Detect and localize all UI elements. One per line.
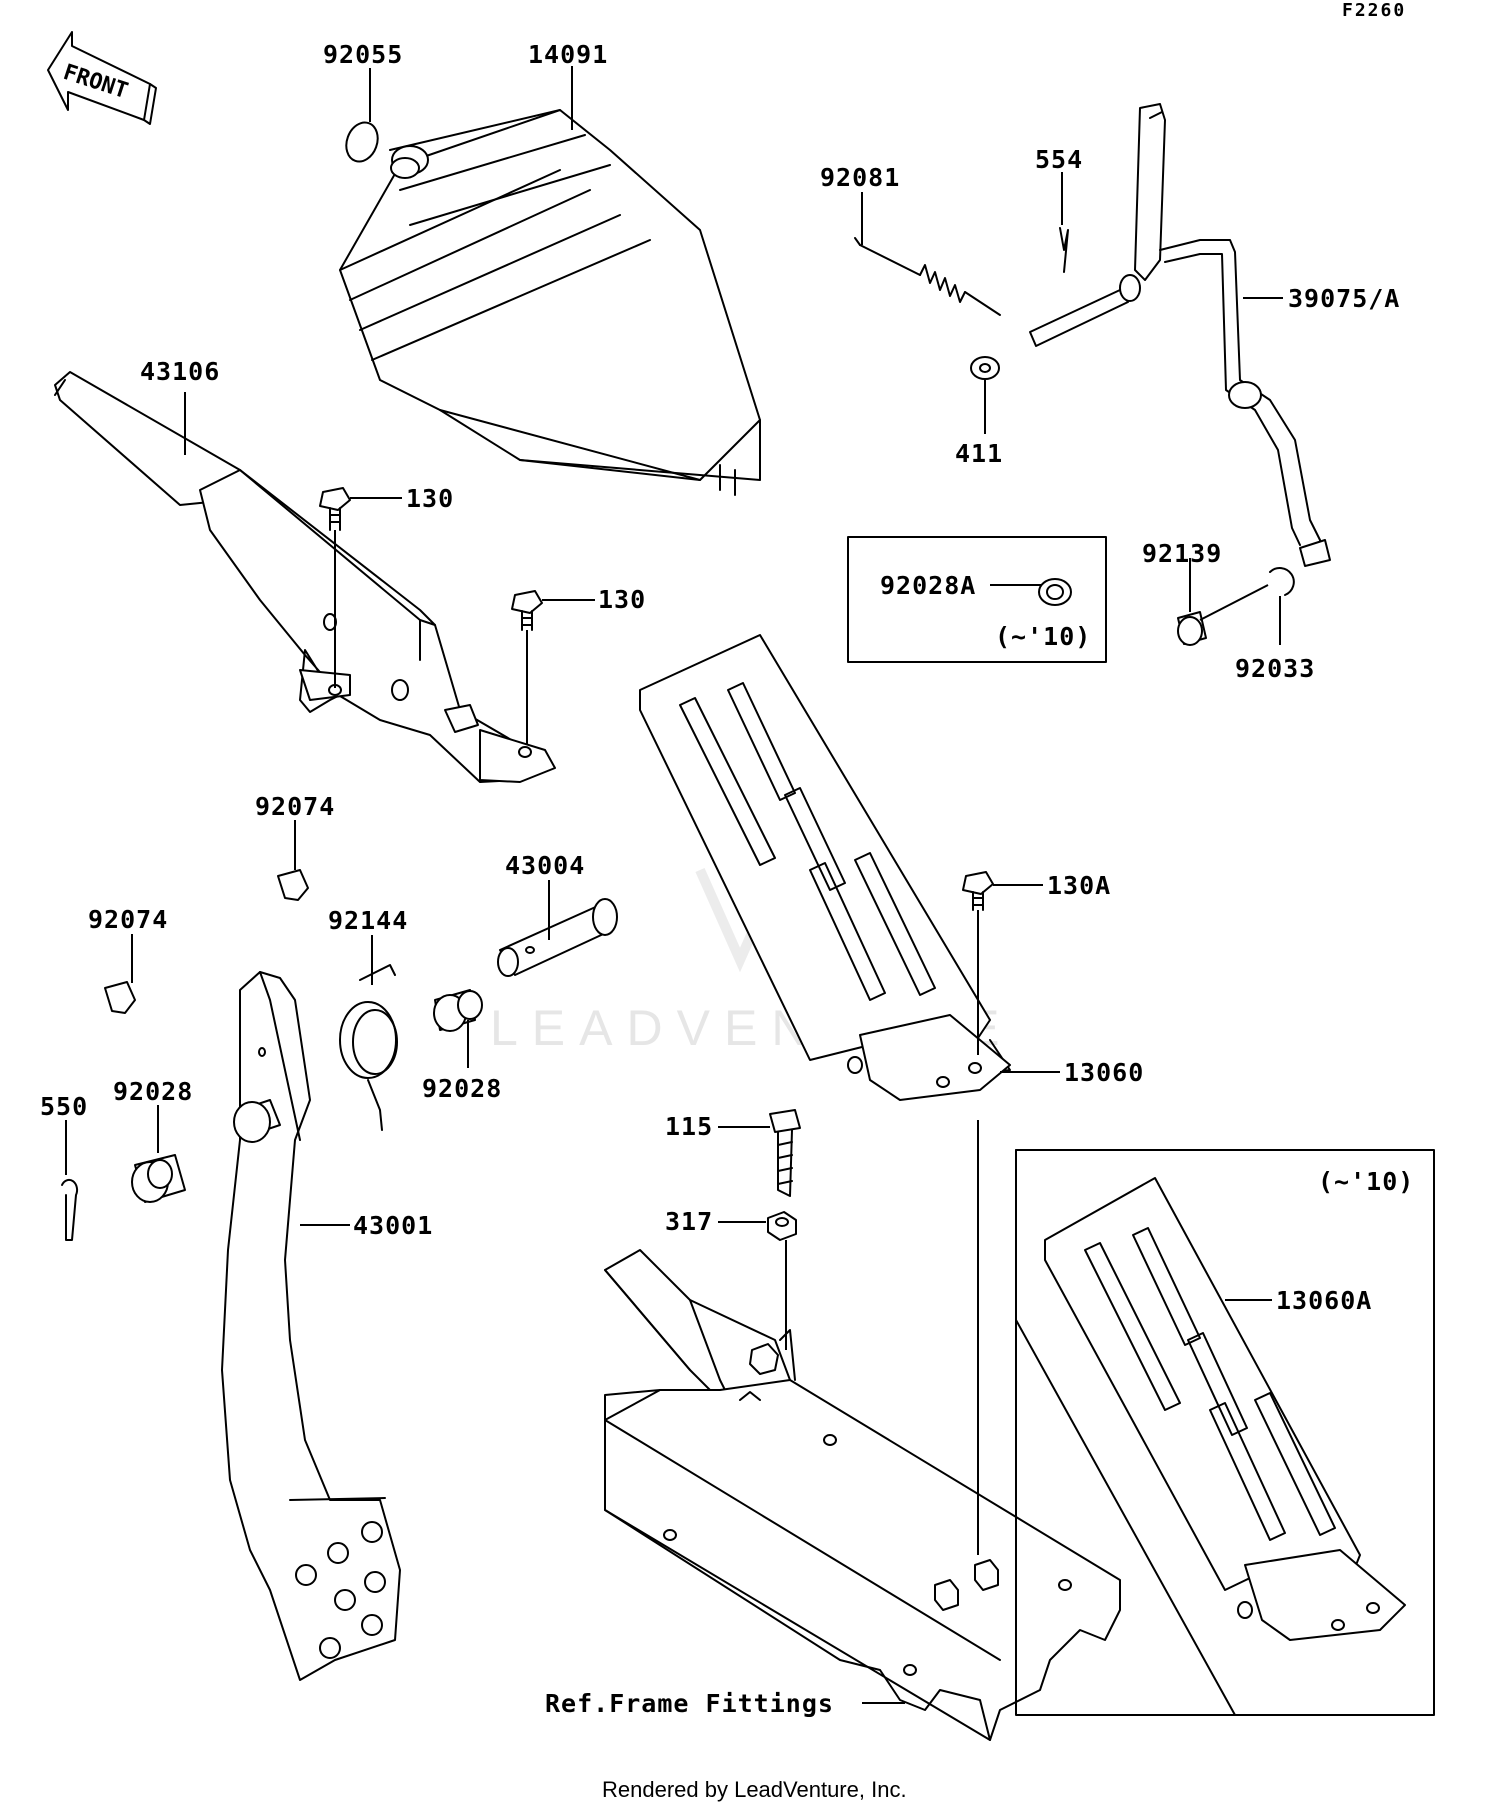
bolt-130-b — [511, 590, 543, 631]
part-label-115: 115 — [665, 1112, 713, 1141]
figure-code: F2260 — [1342, 0, 1406, 21]
inset-box-13060A — [1015, 1149, 1435, 1716]
part-label-92144: 92144 — [328, 906, 408, 935]
bushing-92028-b — [131, 1154, 186, 1203]
part-label-43001: 43001 — [353, 1211, 433, 1240]
part-label-92033: 92033 — [1235, 654, 1315, 683]
accelerator-pedal-13060 — [639, 634, 1011, 1101]
part-label-92055: 92055 — [323, 40, 403, 69]
part-label-39075A: 39075/A — [1288, 284, 1400, 313]
version-note-inset: (~'10) — [995, 622, 1091, 651]
frame-fittings — [604, 1249, 1121, 1741]
part-label-43004: 43004 — [505, 851, 585, 880]
bushing-92028A — [1038, 578, 1072, 606]
stopper-92074-b — [104, 981, 136, 1014]
part-label-317: 317 — [665, 1207, 713, 1236]
torsion-spring-92144 — [339, 964, 398, 1131]
stopper-92074-a — [277, 869, 309, 901]
bushing-92028-a — [433, 989, 483, 1032]
part-label-92074-b: 92074 — [88, 905, 168, 934]
nut-317 — [767, 1211, 797, 1241]
part-label-92028-a: 92028 — [422, 1074, 502, 1103]
part-label-92074-a: 92074 — [255, 792, 335, 821]
part-label-130A: 130A — [1047, 871, 1111, 900]
washer-411 — [970, 356, 1000, 380]
part-label-550: 550 — [40, 1092, 88, 1121]
brake-pedal-43001 — [221, 971, 401, 1681]
ref-frame-fittings-note: Ref.Frame Fittings — [545, 1689, 834, 1718]
cotter-pin-550 — [61, 1178, 79, 1241]
accelerator-pedal-13060A — [1044, 1177, 1406, 1641]
version-note-13060A: (~'10) — [1318, 1167, 1414, 1196]
brake-lever-43106 — [54, 371, 556, 783]
inset-box-92028A — [847, 536, 1107, 663]
part-label-92028-b: 92028 — [113, 1077, 193, 1106]
lever-shaft-39075A — [1029, 103, 1331, 567]
o-ring-92055 — [345, 121, 379, 163]
clip-554 — [1059, 227, 1069, 273]
part-label-13060: 13060 — [1064, 1058, 1144, 1087]
front-arrow-icon: FRONT — [47, 31, 157, 125]
boot-cover-14091 — [339, 109, 761, 496]
part-label-92081: 92081 — [820, 163, 900, 192]
part-label-13060A: 13060A — [1276, 1286, 1372, 1315]
bolt-115 — [769, 1109, 801, 1197]
pin-43004 — [497, 898, 618, 977]
part-label-130-b: 130 — [598, 585, 646, 614]
bolt-130-a — [319, 487, 351, 531]
spring-92081 — [854, 237, 1001, 316]
bolt-130A — [962, 871, 994, 911]
part-label-411: 411 — [955, 439, 1003, 468]
part-label-92028A: 92028A — [880, 571, 976, 600]
clip-92033 — [1269, 567, 1295, 596]
part-label-554: 554 — [1035, 145, 1083, 174]
part-label-92139: 92139 — [1142, 539, 1222, 568]
part-label-14091: 14091 — [528, 40, 608, 69]
credit-text: Rendered by LeadVenture, Inc. — [602, 1777, 907, 1802]
part-label-130-a: 130 — [406, 484, 454, 513]
part-label-43106: 43106 — [140, 357, 220, 386]
